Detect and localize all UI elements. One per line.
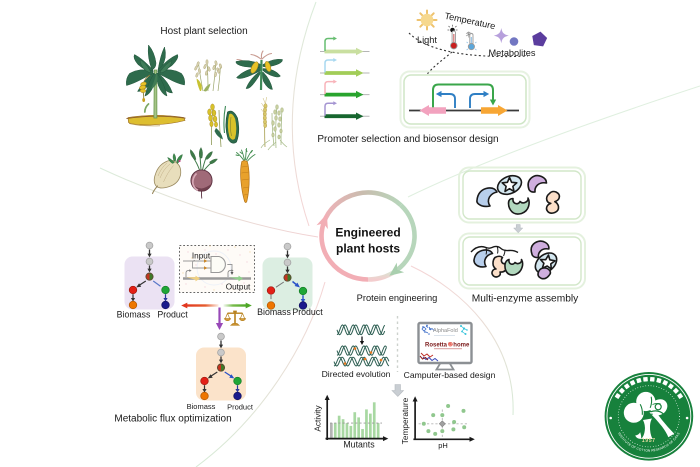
svg-text:Camputer-based design: Camputer-based design	[404, 370, 496, 380]
svg-text:Multi-enzyme assembly: Multi-enzyme assembly	[472, 294, 579, 305]
svg-text:Product: Product	[292, 307, 323, 317]
svg-text:Biomass: Biomass	[117, 310, 151, 320]
svg-text:Engineered: Engineered	[335, 226, 400, 240]
svg-text:Directed evolution: Directed evolution	[322, 369, 391, 379]
svg-text:Input: Input	[192, 252, 211, 261]
svg-text:Product: Product	[157, 310, 188, 320]
svg-text:pH: pH	[438, 441, 448, 450]
svg-text:plant hosts: plant hosts	[336, 242, 400, 256]
svg-text:Metabolic flux optimization: Metabolic flux optimization	[114, 414, 231, 425]
svg-text:AlphaFold: AlphaFold	[433, 328, 458, 334]
svg-text:Protein engineering: Protein engineering	[357, 293, 438, 303]
svg-text:Biomass: Biomass	[257, 307, 291, 317]
svg-text:Mutants: Mutants	[343, 440, 375, 450]
svg-text:home: home	[453, 343, 470, 349]
svg-text:Product: Product	[227, 403, 254, 412]
svg-text:Light: Light	[417, 35, 437, 45]
svg-text:Biomass: Biomass	[187, 402, 216, 411]
svg-text:Promoter selection and biosens: Promoter selection and biosensor design	[317, 134, 498, 145]
svg-text:Rosetta: Rosetta	[425, 343, 448, 349]
svg-text:Host plant selection: Host plant selection	[160, 26, 247, 37]
svg-text:Activity: Activity	[313, 405, 323, 432]
svg-text:Temperature: Temperature	[400, 397, 410, 444]
svg-text:Metabolites: Metabolites	[489, 48, 536, 58]
svg-text:@: @	[448, 342, 452, 347]
svg-text:Output: Output	[226, 283, 251, 292]
svg-text:1957: 1957	[642, 438, 656, 444]
